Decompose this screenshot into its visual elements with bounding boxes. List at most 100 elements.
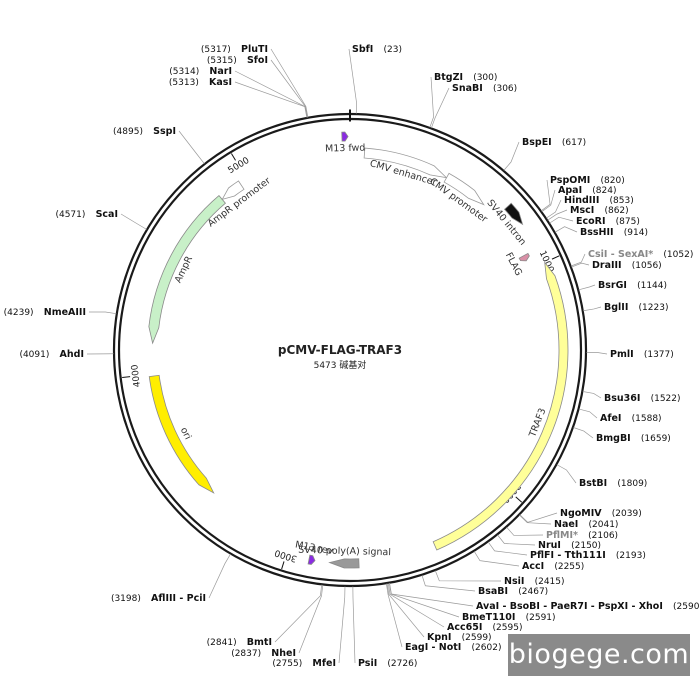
site-bsu36i: Bsu36I (1522) xyxy=(604,386,681,405)
site-leader-line xyxy=(586,352,608,355)
site-leader-line xyxy=(578,408,598,419)
site-psii: PsiI (2726) xyxy=(358,651,417,670)
tick-label: 5000 xyxy=(227,156,252,177)
site-apai: ApaI (824) xyxy=(558,178,616,197)
site-leader-line xyxy=(348,48,357,114)
site-leader-line xyxy=(503,141,520,171)
site-leader-line xyxy=(178,130,205,164)
site-leader-lines xyxy=(86,48,608,664)
site-leader-line xyxy=(554,226,578,233)
site-msci: MscI (862) xyxy=(570,198,629,217)
feature-label-m13-fwd: M13 fwd xyxy=(325,143,366,155)
site-leader-line xyxy=(388,583,460,618)
watermark-logo: biogege.com xyxy=(508,634,690,676)
site-acci: AccI (2255) xyxy=(522,554,584,573)
site-bsshii: BssHII (914) xyxy=(580,220,648,239)
site-leader-line xyxy=(497,534,536,546)
site-leader-line xyxy=(549,216,574,224)
feature-m13-fwd xyxy=(341,131,349,142)
site-leader-line xyxy=(234,81,308,118)
site-ecori: EcoRI (875) xyxy=(576,209,640,228)
site-eagi-noti: EagI - NotI (2602) xyxy=(405,635,501,654)
site-sbfi: SbfI (23) xyxy=(352,37,402,56)
site-acc65i: Acc65I (2595) xyxy=(447,615,522,634)
site-nhei: (2837) NheI xyxy=(231,641,296,660)
site-snabi: SnaBI (306) xyxy=(452,76,517,95)
site-naei: NaeI (2041) xyxy=(554,512,618,531)
site-mfei: (2755) MfeI xyxy=(272,651,336,670)
site-pflfi-tth111i: PflFI - Tth111I (2193) xyxy=(530,543,646,562)
tick-mark xyxy=(551,255,560,260)
site-leader-line xyxy=(431,87,450,129)
tick-mark xyxy=(281,561,285,570)
plasmid-size: 5473 碱基对 xyxy=(314,359,367,371)
site-leader-line xyxy=(429,76,434,128)
site-bstbi: BstBI (1809) xyxy=(579,471,647,490)
feature-cmv-promoter xyxy=(443,172,485,206)
site-pluti: (5317) PluTI xyxy=(201,37,268,56)
tick-mark xyxy=(122,376,131,379)
site-nsii: NsiI (2415) xyxy=(504,569,565,588)
feature-flag xyxy=(518,252,530,262)
feature-label-ori: ori xyxy=(178,426,193,442)
site-leader-line xyxy=(473,551,520,567)
site-avai-bsobi-paer7i-pspxi-xhoi: AvaI - BsoBI - PaeR7I - PspXI - XhoI (25… xyxy=(476,594,700,613)
tick-mark xyxy=(230,153,236,161)
site-bsabi: BsaBI (2467) xyxy=(478,579,548,598)
site-bmet110i: BmeT110I (2591) xyxy=(462,605,556,624)
site-bmgbi: BmgBI (1659) xyxy=(596,426,671,445)
plasmid-name: pCMV-FLAG-TRAF3 xyxy=(278,343,402,357)
site-leader-line xyxy=(421,575,476,592)
tick-label: 4000 xyxy=(130,364,143,388)
site-kasi: (5313) KasI xyxy=(169,70,232,89)
site-bspei: BspEI (617) xyxy=(522,130,586,149)
site-bglii: BglII (1223) xyxy=(604,295,668,314)
site-leader-line xyxy=(582,391,602,399)
site-btgzi: BtgZI (300) xyxy=(434,65,497,84)
feature-traf3 xyxy=(432,261,569,551)
site-nari: (5314) NarI xyxy=(169,59,232,78)
site-leader-line xyxy=(88,311,117,315)
site-pflmi: PflMI* (2106) xyxy=(546,523,618,542)
site-leader-line xyxy=(519,514,552,525)
site-leader-line xyxy=(571,262,590,268)
site-pspomi: PspOMI (820) xyxy=(550,168,625,187)
site-leader-line xyxy=(583,306,602,312)
site-leader-line xyxy=(270,59,308,118)
site-leader-line xyxy=(338,586,346,664)
site-leader-line xyxy=(274,584,323,643)
site-leader-line xyxy=(546,199,562,219)
site-leader-line xyxy=(120,213,147,230)
tick-mark xyxy=(515,496,523,503)
site-nmeaiii: (4239) NmeAIII xyxy=(4,300,86,319)
site-leader-line xyxy=(573,427,594,439)
feature-sv40-intron xyxy=(503,202,524,226)
site-leader-line xyxy=(434,570,502,582)
site-hindiii: HindIII (853) xyxy=(564,188,634,207)
site-bsrgi: BsrGI (1144) xyxy=(598,273,667,292)
site-leader-line xyxy=(208,553,231,599)
site-scai: (4571) ScaI xyxy=(55,202,118,221)
site-leader-line xyxy=(298,584,324,654)
site-leader-line xyxy=(556,464,577,484)
site-ahdi: (4091) AhdI xyxy=(19,342,84,361)
site-leader-line xyxy=(270,48,309,118)
site-sfoi: (5315) SfoI xyxy=(207,48,268,67)
site-bmti: (2841) BmtI xyxy=(207,630,272,649)
site-leader-line xyxy=(570,253,586,267)
site-csii-sexai: CsiI - SexAI* (1052) xyxy=(588,242,693,261)
plasmid-center-label: pCMV-FLAG-TRAF3 5473 碱基对 xyxy=(278,343,402,371)
site-leader-line xyxy=(386,583,425,638)
site-leader-line xyxy=(387,583,445,628)
site-leader-line xyxy=(352,586,356,664)
site-kpni: KpnI (2599) xyxy=(427,625,492,644)
site-leader-line xyxy=(519,512,558,523)
site-leader-line xyxy=(506,526,544,536)
site-leader-line xyxy=(487,541,528,556)
restriction-sites: (5317) PluTI(5315) SfoI(5314) NarI(5313)… xyxy=(4,37,700,670)
feature-ampr-promoter xyxy=(221,180,245,201)
feature-label-flag: FLAG xyxy=(503,251,524,278)
site-afliii-pcii: (3198) AflIII - PciI xyxy=(111,586,206,605)
site-leader-line xyxy=(540,179,551,212)
